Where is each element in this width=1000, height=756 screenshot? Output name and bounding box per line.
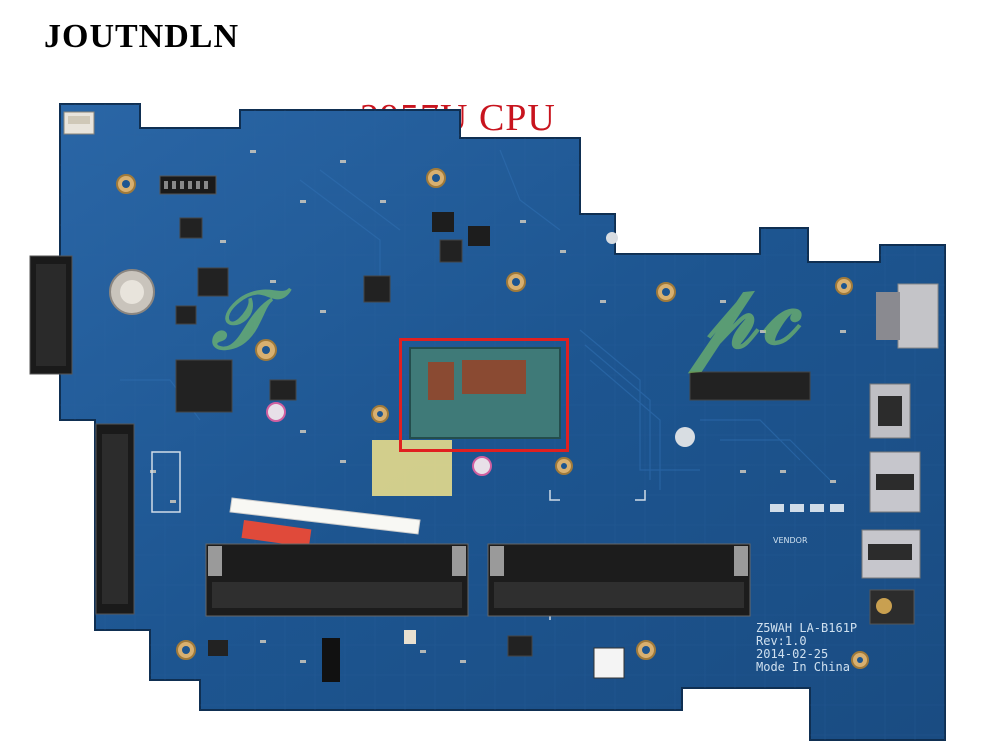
serial-sticker [229, 497, 421, 535]
board-revision: Rev:1.0 [756, 634, 807, 648]
board-date: 2014-02-25 [756, 647, 829, 661]
cpu-highlight-box [399, 338, 569, 452]
vendor-label: VENDOR [773, 536, 808, 545]
watermark-left: 𝒯 [206, 272, 277, 369]
watermark-right: 𝓅𝒸 [684, 256, 808, 374]
vga-port [897, 283, 939, 349]
board-origin: Mode In China [756, 660, 850, 674]
ic-chip [175, 359, 233, 413]
brand-name: JOUTNDLN [44, 18, 240, 55]
board-info: Z5WAH LA-B161P Rev:1.0 2014-02-25 Mode I… [756, 622, 857, 674]
board-model: Z5WAH LA-B161P [756, 621, 858, 635]
